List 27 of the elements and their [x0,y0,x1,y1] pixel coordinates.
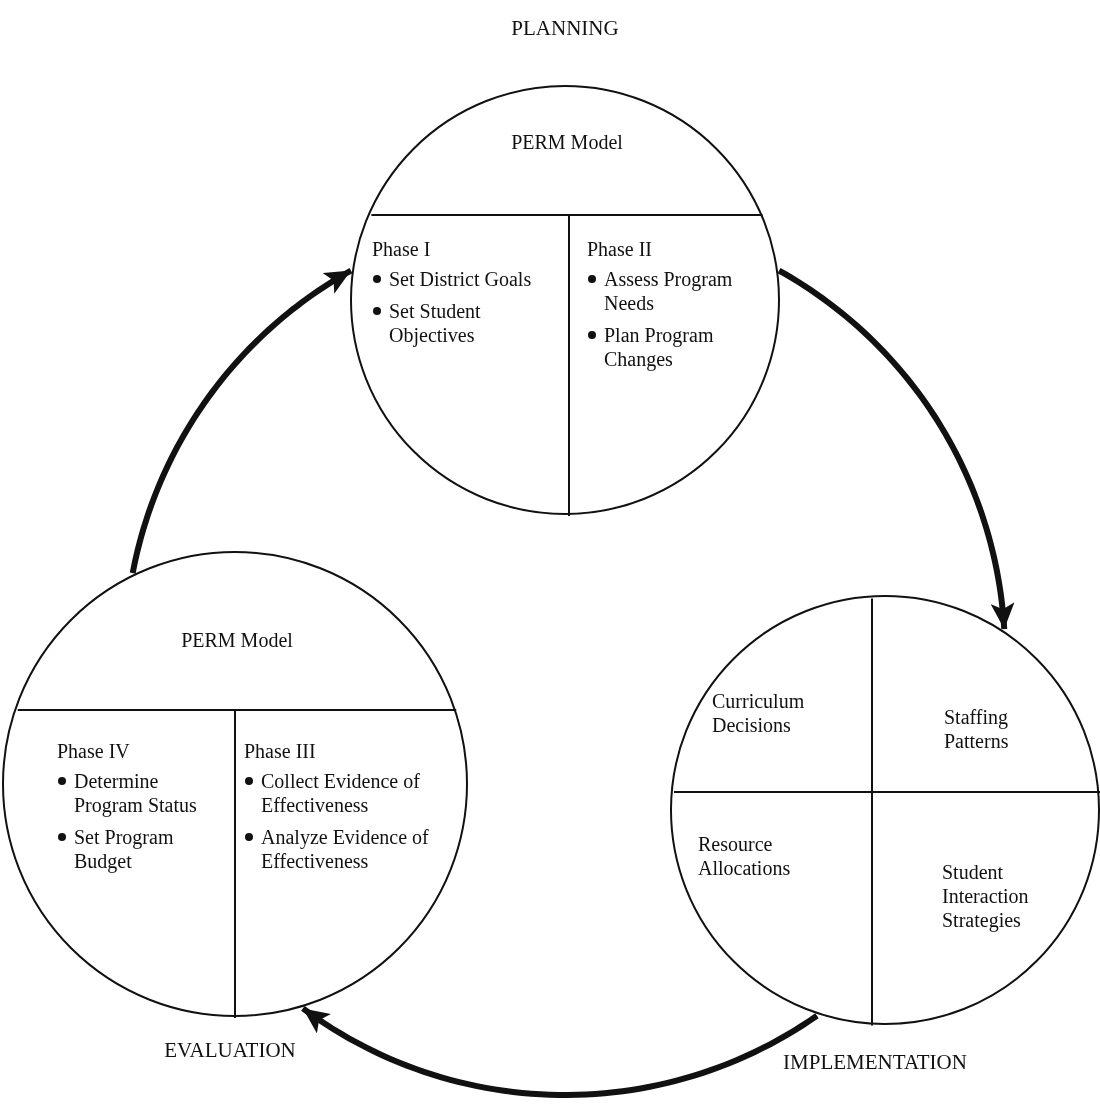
quadrant-label: Staffing Patterns [944,705,1010,753]
phase-circle [350,85,780,515]
bullet-item: Set District Goals [372,267,540,291]
quadrant-label: Student Interaction Strategies [942,860,1030,932]
bullet-item: Assess Program Needs [587,267,757,315]
quadrant-circle [670,595,1100,1025]
cycle-arrow [777,267,1015,630]
quadrant-label: Curriculum Decisions [712,689,806,737]
stage-label: PLANNING [511,15,619,41]
phase-circle [2,551,468,1017]
phase-heading: Phase I [372,237,432,261]
model-heading: PERM Model [180,629,294,652]
phase-heading: Phase IV [57,739,131,763]
cycle-arrow [129,267,353,574]
cycle-arrow [301,1006,819,1098]
stage-label: EVALUATION [164,1037,296,1063]
bullet-item: Plan Program Changes [587,323,757,371]
phase-heading: Phase III [244,739,317,763]
model-heading: PERM Model [510,131,624,154]
bullet-item: Determine Program Status [57,769,229,817]
phase-heading: Phase II [587,237,653,261]
bullet-item: Collect Evidence of Effectiveness [244,769,449,817]
stage-label: IMPLEMENTATION [783,1049,967,1075]
quadrant-label: Resource Allocations [698,832,792,880]
bullet-item: Analyze Evidence of Effectiveness [244,825,449,873]
bullet-item: Set Program Budget [57,825,229,873]
bullet-item: Set Student Objectives [372,299,540,347]
